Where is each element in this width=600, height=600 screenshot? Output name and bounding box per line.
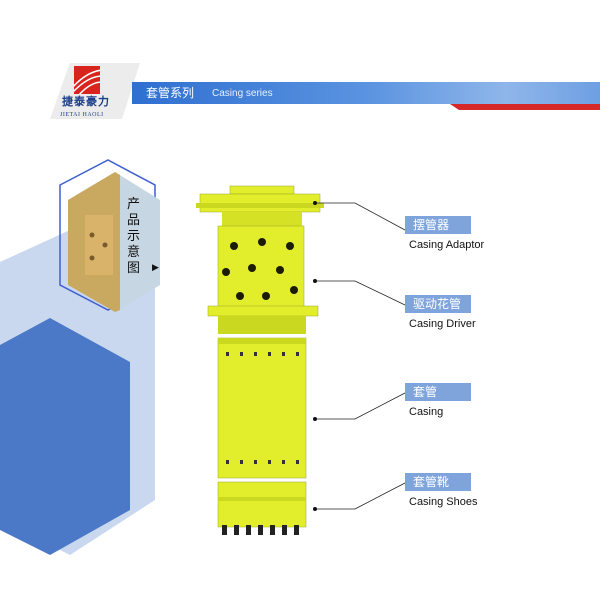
dark-hexagon — [0, 318, 130, 555]
callout-lines — [315, 202, 406, 510]
callout-dot — [313, 201, 317, 205]
label-casing-en: Casing — [409, 406, 444, 418]
photo-cylinder — [85, 215, 113, 275]
label-casing-driver-en: Casing Driver — [409, 318, 476, 330]
label-casing-shoes-cn: 套管靴 — [405, 473, 471, 491]
header-title-cn: 套管系列 — [146, 86, 195, 100]
label-casing-cn: 套管 — [405, 383, 471, 401]
logo-mark — [74, 66, 100, 94]
logo-name-en: JIETAI HAOLI — [60, 112, 104, 118]
sidebar-caption: 产品示意图 — [127, 196, 141, 275]
play-arrow-icon: ▶ — [152, 262, 159, 272]
header-title-en: Casing series — [212, 88, 273, 99]
label-casing-adaptor-cn: 摆管器 — [405, 216, 471, 234]
casing-equipment — [196, 185, 324, 535]
label-casing-adaptor-en: Casing Adaptor — [409, 239, 485, 251]
accent-strip — [450, 104, 600, 110]
callout-dot — [313, 279, 317, 283]
callout-dot — [313, 417, 317, 421]
label-casing-driver-cn: 驱动花管 — [405, 295, 471, 313]
logo-name-cn: 捷泰豪力 — [62, 96, 110, 108]
callout-dot — [313, 507, 317, 511]
header-banner — [132, 82, 600, 104]
label-casing-shoes-en: Casing Shoes — [409, 496, 478, 508]
